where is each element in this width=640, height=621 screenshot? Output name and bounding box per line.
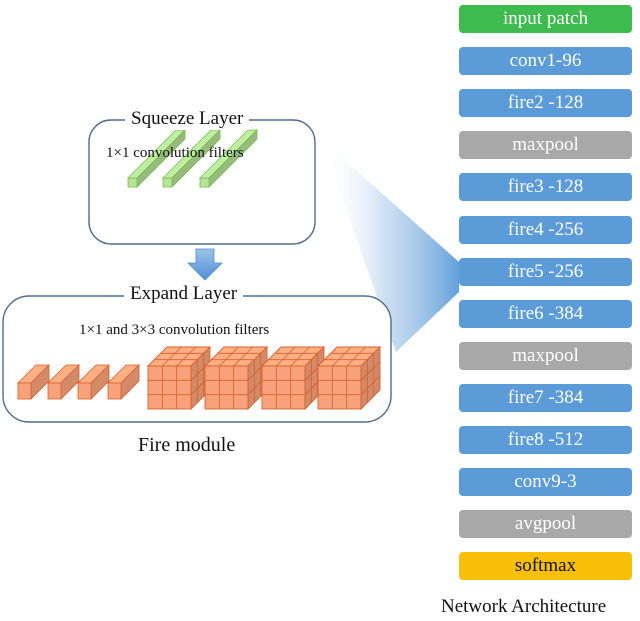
network-architecture-caption: Network Architecture <box>441 596 607 617</box>
layer-softmax: softmax <box>459 552 632 580</box>
squeeze-filters <box>127 129 258 188</box>
squeeze-layer-title: Squeeze Layer <box>125 108 250 130</box>
layer-avgpool: avgpool <box>459 510 632 538</box>
expand-3x3-filter-2 <box>203 345 269 411</box>
layer-input-patch: input patch <box>459 5 632 33</box>
layer-fire7-384: fire7 -384 <box>459 384 632 412</box>
expand-1x1-filter-4 <box>107 364 140 400</box>
expand-1x1-filter-1 <box>17 364 50 400</box>
layer-fire4-256: fire4 -256 <box>459 216 632 244</box>
squeeze-filter-1 <box>127 129 186 188</box>
expand-layer-subtitle: 1×1 and 3×3 convolution filters <box>79 322 270 338</box>
layer-fire6-384: fire6 -384 <box>459 300 632 328</box>
expand-3x3-filter-4 <box>316 345 382 411</box>
layer-fire5-256: fire5 -256 <box>459 258 632 286</box>
expand-filters <box>17 345 382 411</box>
layer-fire2-128: fire2 -128 <box>459 89 632 117</box>
layer-maxpool: maxpool <box>459 342 632 370</box>
squeeze-layer-subtitle: 1×1 convolution filters <box>106 145 244 161</box>
expand-1x1-filter-3 <box>77 364 110 400</box>
projection-wedge <box>322 140 459 352</box>
squeeze-filter-2 <box>162 129 221 188</box>
arrow-down-icon <box>187 248 223 281</box>
layer-maxpool: maxpool <box>459 131 632 159</box>
squeeze-filter-3 <box>199 129 258 188</box>
layer-fire8-512: fire8 -512 <box>459 426 632 454</box>
expand-3x3-filter-3 <box>260 345 326 411</box>
expand-1x1-filter-2 <box>47 364 80 400</box>
layer-conv1-96: conv1-96 <box>459 47 632 75</box>
expand-3x3-filter-1 <box>146 345 212 411</box>
fire-module-caption: Fire module <box>138 434 236 456</box>
expand-layer-title: Expand Layer <box>124 283 244 305</box>
layer-fire3-128: fire3 -128 <box>459 173 632 201</box>
layer-conv9-3: conv9-3 <box>459 468 632 496</box>
